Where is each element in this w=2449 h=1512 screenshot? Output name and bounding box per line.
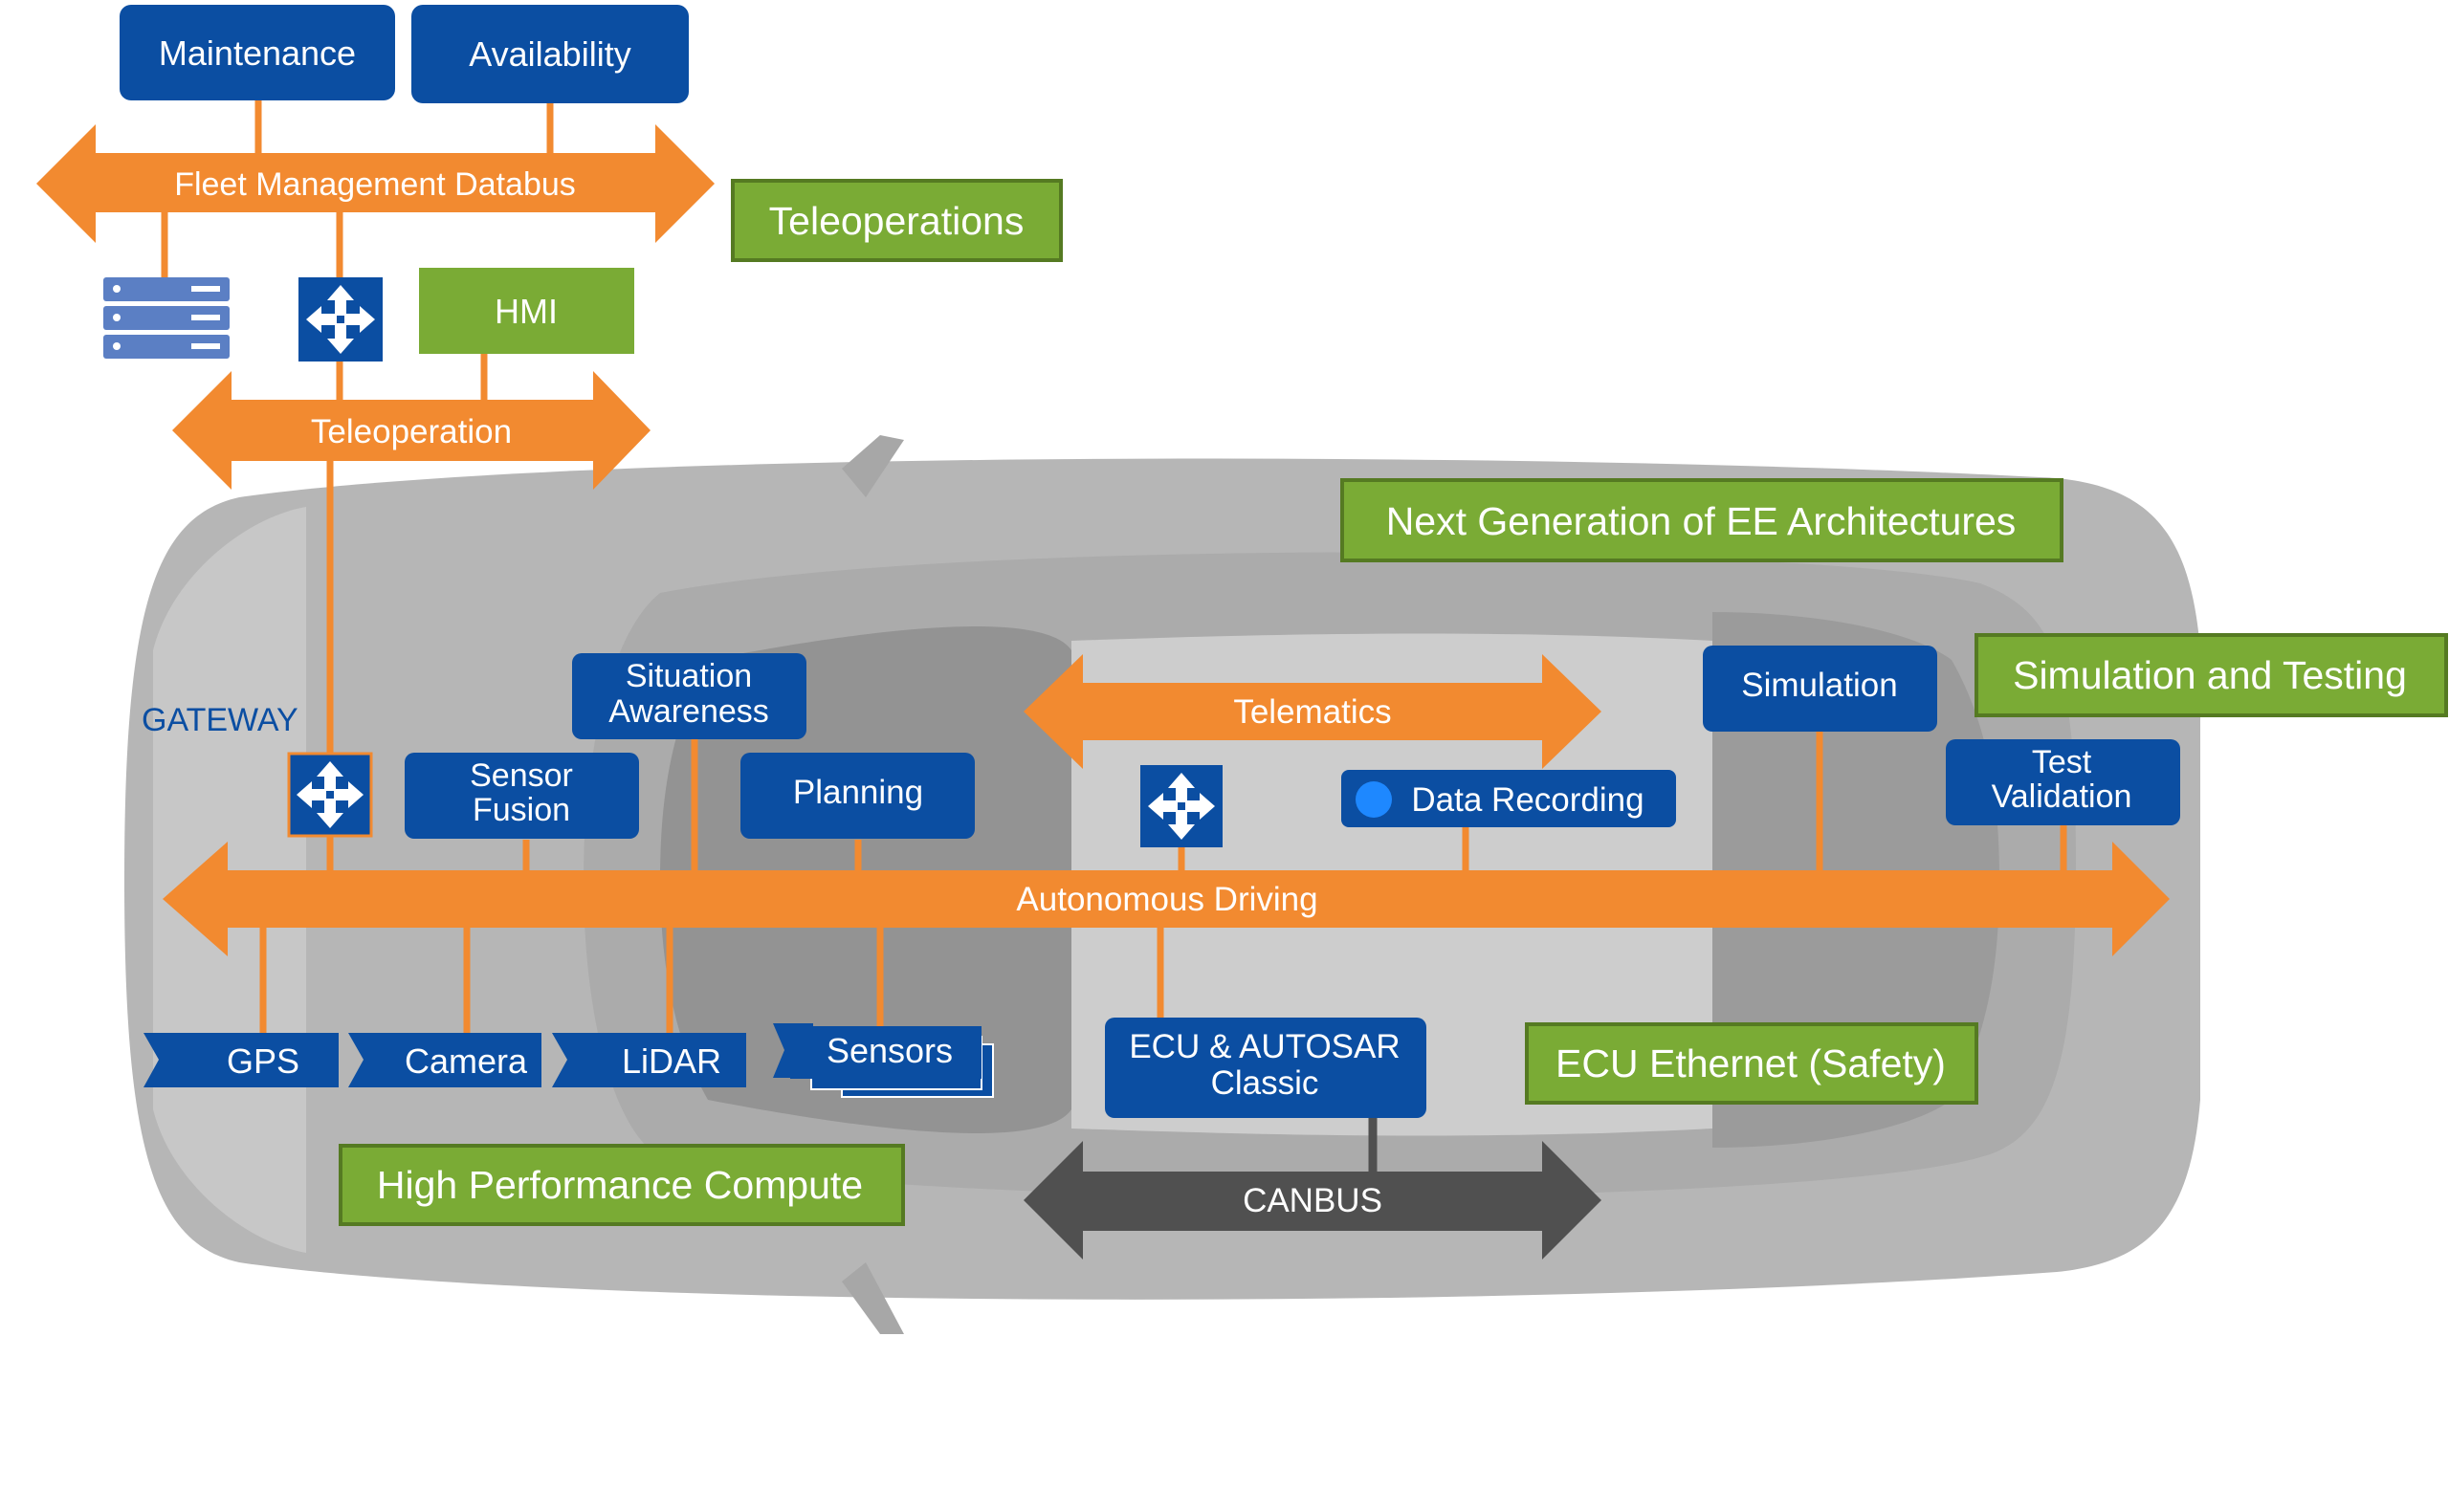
sensor-fusion-box[interactable]: Sensor Fusion: [405, 753, 639, 839]
telematics-bus: Telematics: [1024, 654, 1601, 769]
test-validation-line2: Validation: [1992, 778, 2132, 815]
connector-lines: [161, 100, 2067, 1035]
data-recording-box[interactable]: Data Recording: [1341, 770, 1676, 827]
autonomous-bus-label: Autonomous Driving: [1016, 881, 1317, 918]
canbus-label: CANBUS: [1243, 1182, 1382, 1219]
ecu-ethernet-label-box: ECU Ethernet (Safety): [1525, 1022, 1978, 1105]
sensor-fusion-line1: Sensor: [470, 757, 573, 794]
test-validation-box[interactable]: Test Validation: [1946, 739, 2180, 825]
situation-awareness-box[interactable]: Situation Awareness: [572, 653, 806, 739]
availability-box[interactable]: Availability: [411, 5, 689, 103]
router-icon-telematics: [1140, 765, 1223, 847]
teleoperation-bus: Teleoperation: [172, 371, 651, 490]
ecu-autosar-box[interactable]: ECU & AUTOSAR Classic: [1105, 1018, 1426, 1118]
ecu-ethernet-text: ECU Ethernet (Safety): [1555, 1041, 1946, 1085]
simulation-box[interactable]: Simulation: [1703, 646, 1937, 732]
availability-label: Availability: [469, 34, 630, 74]
telematics-bus-label: Telematics: [1233, 693, 1391, 731]
camera-box[interactable]: Camera: [348, 1033, 541, 1087]
gps-box[interactable]: GPS: [143, 1033, 339, 1087]
simulation-label: Simulation: [1741, 667, 1897, 704]
data-recording-label: Data Recording: [1411, 781, 1644, 819]
teleoperations-text: Teleoperations: [769, 199, 1025, 243]
teleoperation-bus-label: Teleoperation: [311, 413, 512, 450]
ecu-label-line2: Classic: [1211, 1064, 1319, 1102]
server-icon: [103, 277, 230, 359]
hpc-text: High Performance Compute: [377, 1163, 863, 1207]
hmi-box[interactable]: HMI: [419, 268, 634, 354]
next-gen-label-box: Next Generation of EE Architectures: [1340, 478, 2063, 562]
ecu-label-line1: ECU & AUTOSAR: [1129, 1028, 1400, 1065]
sensors-label: Sensors: [827, 1031, 953, 1070]
next-gen-text: Next Generation of EE Architectures: [1386, 499, 2017, 543]
situation-label-line1: Situation: [626, 658, 752, 694]
planning-box[interactable]: Planning: [740, 753, 975, 839]
record-icon: [1356, 781, 1392, 818]
router-icon-teleop: [298, 277, 383, 362]
gateway-label: GATEWAY: [142, 702, 298, 738]
sensors-box[interactable]: Sensors: [773, 1023, 994, 1098]
hmi-label: HMI: [495, 292, 558, 331]
gps-label: GPS: [227, 1041, 299, 1081]
canbus-bus: CANBUS: [1024, 1141, 1601, 1260]
fleet-management-bus: Fleet Management Databus: [36, 124, 715, 243]
simulation-testing-text: Simulation and Testing: [2013, 653, 2407, 697]
test-validation-line1: Test: [2032, 744, 2092, 780]
camera-label: Camera: [405, 1041, 528, 1081]
lidar-box[interactable]: LiDAR: [552, 1033, 746, 1087]
maintenance-label: Maintenance: [159, 33, 356, 73]
maintenance-box[interactable]: Maintenance: [120, 5, 395, 100]
lidar-label: LiDAR: [622, 1041, 721, 1081]
fleet-bus-label: Fleet Management Databus: [174, 166, 576, 203]
teleoperations-label-box: Teleoperations: [731, 179, 1063, 262]
sensor-fusion-line2: Fusion: [473, 792, 570, 828]
situation-label-line2: Awareness: [608, 693, 769, 730]
simulation-testing-label-box: Simulation and Testing: [1975, 633, 2448, 717]
gateway-router-icon: [287, 752, 373, 838]
autonomous-driving-bus: Autonomous Driving: [163, 842, 2170, 956]
hpc-label-box: High Performance Compute: [339, 1144, 905, 1226]
planning-label: Planning: [793, 774, 923, 811]
